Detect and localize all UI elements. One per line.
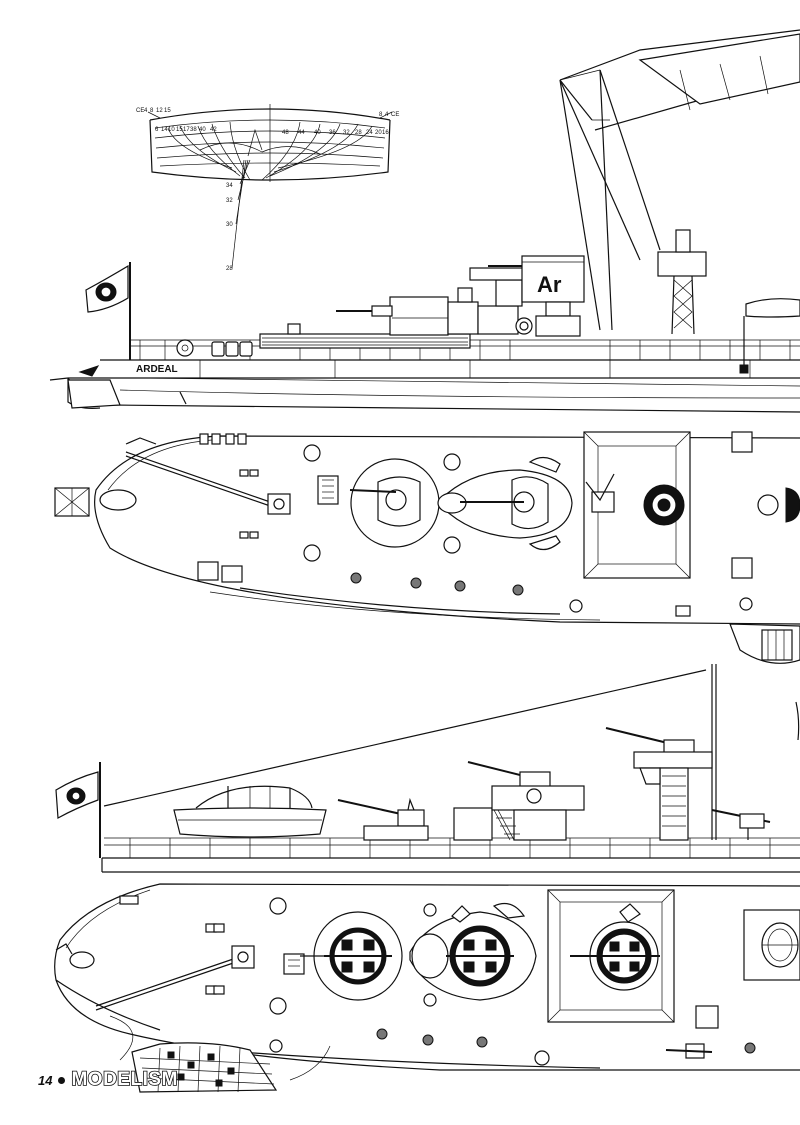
frame-label: 32: [343, 130, 350, 136]
frame-label: 40: [199, 127, 206, 133]
gun-lower-4: [711, 809, 771, 840]
deck-rails-block: [259, 333, 471, 349]
frame-label: 8: [379, 112, 383, 118]
engine-skylight: [583, 431, 691, 579]
bow-frame: [54, 487, 90, 517]
deck-plan-lower: [54, 883, 800, 1093]
profile-view-lower: [55, 664, 800, 873]
deck-hatches: [197, 431, 753, 617]
gun-lower-1: [337, 797, 429, 841]
frame-label: 34: [226, 183, 233, 189]
deck-plan-upper: [54, 431, 800, 664]
body-plan: CE 4 8 12 15 6 14 10 15 17 38 40 42 48 4…: [136, 104, 399, 272]
frame-label: 28: [355, 130, 362, 136]
crane-derrick: [559, 29, 800, 331]
torpedo-mount-2: [409, 903, 537, 1001]
frame-label: 15: [176, 127, 183, 133]
gun-lower-2: [467, 761, 585, 841]
frame-label: 36: [329, 130, 336, 136]
frame-label: CE: [136, 108, 144, 114]
frame-label: 30: [226, 222, 233, 228]
frame-label: 28: [226, 266, 233, 272]
railing-stanchions: [139, 340, 791, 360]
frame-label: CE: [391, 112, 399, 118]
bollards: [350, 572, 524, 596]
gun-lower-3: [605, 727, 713, 841]
torpedo-mount-1: [300, 911, 403, 1001]
turret-marking: Ar: [537, 272, 562, 297]
frame-label: 40: [314, 130, 321, 136]
stern-flag: [55, 762, 101, 858]
profile-view-upper: ARDEAL: [49, 29, 800, 413]
frame-label: 48: [282, 130, 289, 136]
ensign-flag: [85, 262, 131, 360]
lifeboat: [745, 298, 800, 318]
frame-label: 15: [164, 108, 171, 114]
lifeboat-lower: [173, 785, 327, 838]
bullet-icon: [58, 1076, 66, 1084]
frame-label: 38: [190, 127, 197, 133]
frame-label: 32: [226, 198, 233, 204]
aft-turret: Ar: [521, 255, 585, 337]
ship-name-label: ARDEAL: [136, 364, 178, 375]
deck-hatches-lower: [119, 895, 719, 1029]
magazine-title: MODELISM: [71, 1068, 178, 1091]
frame-label: 16: [382, 130, 389, 136]
page-footer: 14 MODELISM: [38, 1068, 178, 1092]
fore-gun: [336, 296, 449, 336]
frame-label: 4: [144, 108, 148, 114]
frame-label: 24: [366, 130, 373, 136]
gun-mount-1: [349, 458, 440, 548]
detail-inset: [131, 1042, 278, 1093]
frame-label: 12: [156, 108, 163, 114]
frame-label: 10: [168, 127, 175, 133]
deckhouse-lower: [547, 889, 675, 1023]
page-number: 14: [38, 1072, 53, 1088]
cable-reels: [211, 341, 253, 357]
deck-vent: [287, 323, 301, 335]
frame-label: 42: [210, 127, 217, 133]
frame-label: 8: [150, 108, 154, 114]
frame-labels: CE 4 8 12 15 6 14 10 15 17 38 40 42 48 4…: [136, 108, 399, 272]
frame-label: 14: [161, 127, 168, 133]
aft-structure-lower: [743, 909, 800, 981]
bollards-lower: [376, 1028, 756, 1054]
frame-label: 4: [385, 112, 389, 118]
frame-label: 20: [375, 130, 382, 136]
gun-mount-2: [437, 456, 573, 551]
frame-label: 44: [298, 130, 305, 136]
frame-label: 6: [155, 127, 159, 133]
capstan: [176, 339, 194, 357]
lattice-mast: [657, 229, 707, 335]
frame-label: 17: [183, 127, 190, 133]
aft-gun-lower: [665, 1043, 713, 1059]
